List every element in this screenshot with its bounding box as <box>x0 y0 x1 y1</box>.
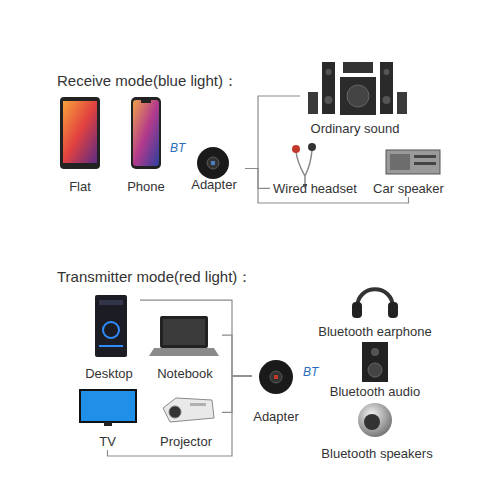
tv-icon <box>80 390 136 426</box>
device-label: Ordinary sound <box>311 121 400 137</box>
laptop-icon <box>149 316 219 356</box>
phone-icon <box>131 97 161 169</box>
mode-heading: Receive mode(blue light)： <box>57 72 238 91</box>
device-label: Bluetooth audio <box>330 384 420 400</box>
device-node: TV <box>75 388 140 450</box>
bluetooth-tag: BT <box>170 141 185 155</box>
device-label: TV <box>99 434 116 450</box>
device-label: Projector <box>160 434 212 450</box>
device-label: Desktop <box>85 366 133 382</box>
device-node: Phone <box>122 95 170 195</box>
bluetooth-audio-icon <box>362 342 388 382</box>
projector-icon <box>163 398 214 422</box>
bluetooth-tag: BT <box>303 365 318 379</box>
bracket-connector <box>245 96 300 169</box>
device-label: Adapter <box>253 409 299 425</box>
bracket-connector <box>245 169 270 189</box>
bracket-connector <box>140 300 252 376</box>
desktop-icon <box>95 295 127 357</box>
device-node: Car speaker <box>372 145 445 197</box>
bracket-connector <box>108 376 253 456</box>
device-label: Notebook <box>157 366 213 382</box>
device-node: Flat <box>55 95 105 195</box>
tablet-icon <box>60 97 100 169</box>
device-label: Flat <box>69 179 91 195</box>
device-node: Adapter <box>183 144 245 193</box>
device-node: Ordinary sound <box>300 55 410 137</box>
device-node: Projector <box>150 392 222 450</box>
device-node: Wired headset <box>270 140 360 197</box>
device-node: Notebook <box>148 312 222 382</box>
adapter-icon <box>259 360 293 394</box>
adapter-icon <box>197 147 229 179</box>
device-node: Adapter <box>252 355 300 425</box>
device-node: Desktop <box>78 292 140 382</box>
bracket-connector <box>222 376 252 412</box>
bluetooth-speaker-icon <box>358 403 392 437</box>
device-node: Bluetooth earphone <box>312 280 438 340</box>
device-label: Adapter <box>191 177 237 193</box>
device-label: Car speaker <box>373 181 444 197</box>
speaker-set-icon <box>308 62 407 115</box>
earphone-icon <box>292 143 316 186</box>
device-label: Wired headset <box>273 181 357 197</box>
device-label: Phone <box>127 179 165 195</box>
bracket-connector <box>222 335 252 376</box>
amplifier-icon <box>386 150 440 174</box>
headphone-icon <box>352 289 398 318</box>
device-node: Bluetooth audio <box>320 340 430 400</box>
device-label: Bluetooth speakers <box>321 446 432 462</box>
device-label: Bluetooth earphone <box>318 324 431 340</box>
device-node: Bluetooth speakers <box>312 402 442 462</box>
mode-heading: Transmitter mode(red light)： <box>57 268 252 287</box>
